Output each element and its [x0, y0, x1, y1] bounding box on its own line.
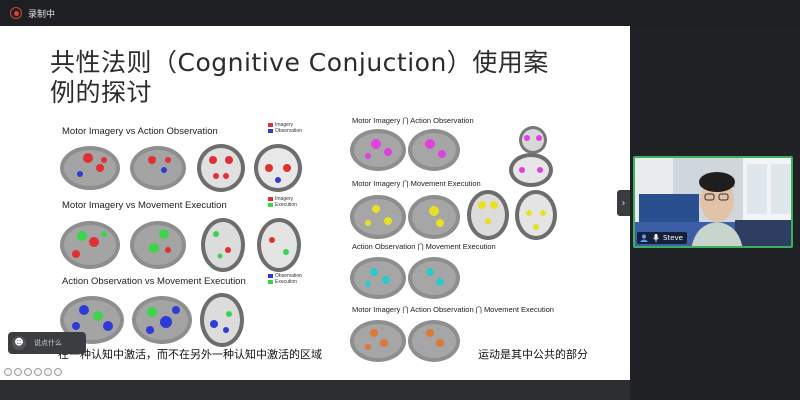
panel-heading-mi-vs-me: Motor Imagery vs Movement Execution: [62, 200, 227, 211]
person-icon: [639, 234, 648, 243]
participant-video-tile[interactable]: Steve: [633, 156, 793, 248]
recording-status: 录制中: [28, 9, 56, 20]
microphone-icon: [651, 234, 660, 243]
bottom-bar: [0, 380, 630, 400]
reaction-icon[interactable]: [4, 368, 12, 376]
record-icon: [10, 7, 22, 19]
reaction-icon[interactable]: [24, 368, 32, 376]
slide-title: 共性法则（Cognitive Conjuction）使用案例的探讨: [50, 48, 549, 107]
brain-images-mi-vs-me: [60, 218, 301, 272]
brain-images-mi-vs-ao: [60, 144, 302, 192]
panel-heading-mi-and-ao: Motor Imagery ⋂ Action Observation: [352, 116, 474, 125]
brain-images-ao-and-me: [350, 257, 460, 299]
slide-caption-left: 在一种认知中激活，而不在另外一种认知中激活的区域: [58, 348, 322, 361]
brain-images-mi-and-me: [350, 190, 557, 240]
shared-screen-slide: 共性法则（Cognitive Conjuction）使用案例的探讨 Motor …: [0, 26, 630, 380]
panel-heading-mi-and-me: Motor Imagery ⋂ Movement Execution: [352, 179, 481, 188]
panel-heading-mi-and-ao-and-me: Motor Imagery ⋂ Action Observation ⋂ Mov…: [352, 305, 554, 314]
panel-heading-mi-vs-ao: Motor Imagery vs Action Observation: [62, 126, 218, 137]
panel-heading-ao-and-me: Action Observation ⋂ Movement Execution: [352, 242, 496, 251]
chat-input-box[interactable]: ☻ 说点什么: [8, 332, 86, 354]
panel-heading-ao-vs-me: Action Observation vs Movement Execution: [62, 276, 246, 287]
brain-images-ao-vs-me: [60, 293, 244, 347]
participant-name-tag: Steve: [637, 232, 687, 244]
reaction-icon[interactable]: [34, 368, 42, 376]
smiley-icon[interactable]: ☻: [12, 336, 26, 350]
brain-images-mi-and-ao-and-me: [350, 320, 460, 362]
reaction-bar: [4, 368, 62, 376]
participant-name: Steve: [663, 234, 683, 242]
top-bar: 录制中: [0, 0, 800, 26]
chevron-right-icon[interactable]: ›: [617, 190, 630, 216]
chat-placeholder[interactable]: 说点什么: [34, 339, 62, 347]
reaction-icon[interactable]: [54, 368, 62, 376]
legend-mi-vs-me: Imagery Execution: [268, 196, 297, 208]
reaction-icon[interactable]: [44, 368, 52, 376]
slide-caption-right: 运动是其中公共的部分: [478, 348, 588, 361]
brain-slice-mi-and-ao: [509, 153, 553, 187]
legend-ao-vs-me: Observation Execution: [268, 273, 302, 285]
reaction-icon[interactable]: [14, 368, 22, 376]
legend-mi-vs-ao: Imagery Observation: [268, 122, 302, 134]
